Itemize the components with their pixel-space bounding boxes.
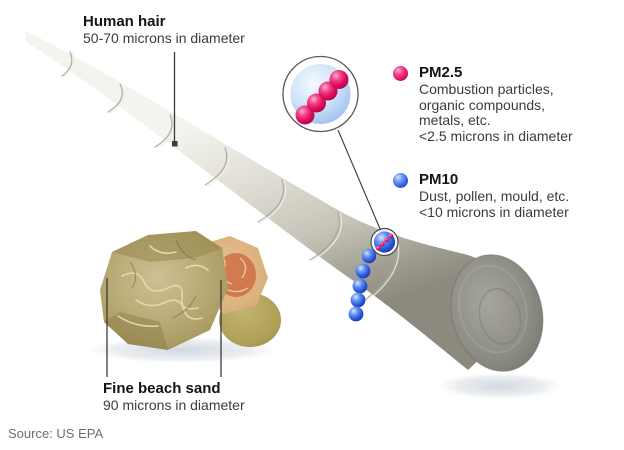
pm10-particle-chain: [348, 248, 377, 322]
pm10-icon: [393, 173, 408, 188]
pm25-legend: PM2.5 Combustion particles, organic comp…: [419, 64, 614, 144]
hair-cross-section: [450, 254, 544, 372]
pm25-legend-line: Combustion particles,: [419, 81, 554, 97]
pm25-legend-line: metals, etc.: [419, 112, 491, 128]
sand-label-title: Fine beach sand: [103, 380, 221, 397]
hair-leader-line: [172, 52, 178, 147]
hair-end-shadow: [438, 373, 562, 399]
sand-label-subtitle: 90 microns in diameter: [103, 397, 245, 413]
hair-label-title: Human hair: [83, 13, 166, 30]
pm10-legend-line: <10 microns in diameter: [419, 203, 569, 220]
pm25-magnifier: [282, 55, 359, 133]
pm25-inset-circle: [370, 227, 399, 257]
pm25-icon: [393, 66, 408, 81]
hair-label-subtitle: 50-70 microns in diameter: [83, 30, 245, 46]
sand-grain-left: [100, 231, 228, 350]
pm25-legend-line: organic compounds,: [419, 96, 546, 113]
source-credit: Source: US EPA: [8, 426, 104, 441]
pm10-legend-line: Dust, pollen, mould, etc.: [419, 188, 570, 204]
sand-leader-lines: [106, 278, 222, 377]
pm25-particle: [295, 105, 315, 125]
pm25-particle: [307, 93, 326, 113]
pm10-legend: PM10 Dust, pollen, mould, etc. <10 micro…: [419, 171, 619, 220]
sand-grains: [100, 231, 281, 350]
sand-label: Fine beach sand 90 microns in diameter: [103, 380, 245, 413]
hair-label: Human hair 50-70 microns in diameter: [83, 13, 245, 46]
magnifier-pointer-line: [337, 129, 382, 231]
pm25-legend-title: PM2.5: [419, 64, 463, 81]
pm25-legend-line: <2.5 microns in diameter: [419, 127, 573, 144]
pm25-particle: [329, 70, 349, 89]
pm10-legend-title: PM10: [419, 171, 459, 188]
